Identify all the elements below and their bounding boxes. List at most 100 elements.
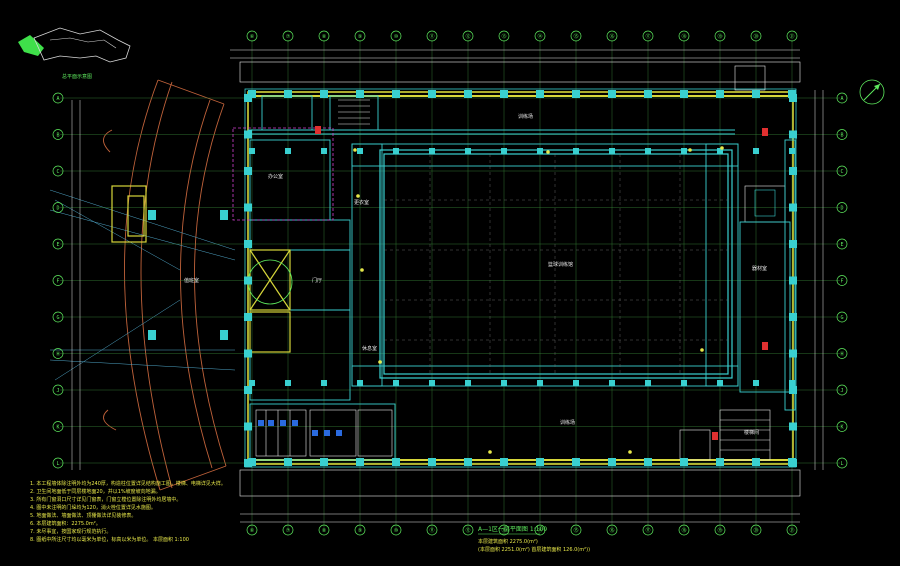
svg-text:H: H [840,352,843,358]
column [356,458,364,466]
svg-text:⑧: ⑧ [322,528,327,534]
room-label-changing: 更衣室 [354,199,369,206]
axis-bubble-bottom: ⑨ [354,524,366,536]
axis-bubble-top: ⑯ [606,30,618,42]
column [356,90,364,98]
toilet-fixtures [258,420,342,436]
axis-bubble-left: K [52,421,64,432]
column [357,148,363,154]
site-plan-label: 总平面示意图 [62,73,92,80]
column [572,458,580,466]
svg-text:⑬: ⑬ [501,33,506,40]
note-8: 8. 图纸中所注尺寸均以毫米为单位，标高以米为单位。 本层面积 1:100 [30,536,189,543]
column [645,148,651,154]
room-label-lobby: 门厅 [312,277,322,284]
stair-treads [338,99,370,125]
axis-bubble-bottom: ⑭ [534,524,546,536]
svg-text:B: B [56,133,59,139]
svg-text:E: E [56,242,59,248]
column [789,148,795,154]
svg-text:D: D [56,206,59,212]
axis-bubble-right: A [836,92,848,104]
column [285,380,291,386]
structural-columns [244,90,797,467]
svg-text:⑲: ⑲ [717,33,722,40]
svg-text:D: D [840,206,843,212]
drawing-title: A—1区一层平面图 1:100 本层建筑面积 2275.0(m²) (本层面积 … [478,526,590,553]
annotation-dot [700,348,704,352]
svg-text:⑫: ⑫ [465,33,470,40]
column [681,148,687,154]
column [320,90,328,98]
column [429,148,435,154]
axis-bubble-top: ⑱ [678,30,690,42]
column [465,148,471,154]
axis-bubble-bottom: ⑲ [714,524,726,536]
svg-text:F: F [56,279,59,285]
column [537,380,543,386]
svg-text:⑪: ⑪ [429,33,434,40]
svg-text:A: A [56,96,59,102]
column [428,458,436,466]
svg-text:J: J [56,388,59,394]
svg-text:A: A [840,96,843,102]
column [428,90,436,98]
svg-text:⑰: ⑰ [645,527,650,534]
annotation-dot [356,194,360,198]
general-notes: 1. 本工程墙体除注明外均为240厚，构造柱位置详见结构施工图，楼梯、电梯详见大… [30,480,226,543]
svg-text:⑰: ⑰ [645,33,650,40]
axis-bubble-right: G [836,311,848,323]
column [244,349,252,358]
svg-text:⑳: ⑳ [753,527,758,534]
column [501,148,507,154]
wing-columns [148,210,228,340]
corridor-walls [248,129,739,387]
room-label-2: 训练场 [560,419,575,426]
annotation-dot [720,146,724,150]
room-label-office: 办公室 [268,173,283,180]
column [789,386,797,394]
axis-bubble-right: C [836,165,848,177]
column [789,167,797,175]
outer-band [239,61,801,497]
svg-text:⑭: ⑭ [537,33,542,40]
axis-bubble-bottom: ⑥ [246,524,258,536]
axis-bubble-bottom: ⑧ [318,524,330,536]
note-7: 7. 未尽事宜，按国家现行规范执行。 [30,528,111,535]
column [501,380,507,386]
svg-text:E: E [840,242,843,248]
svg-text:⑬: ⑬ [501,527,506,534]
column [789,203,797,212]
axis-bubble-left: D [52,202,64,213]
svg-text:J: J [840,388,843,394]
column [680,458,688,466]
column [244,94,252,102]
column [429,380,435,386]
room-label-rest: 休息室 [362,345,377,352]
svg-text:⑨: ⑨ [358,528,363,534]
svg-text:⑱: ⑱ [681,33,686,40]
svg-text:⑩: ⑩ [394,34,399,40]
axis-bubble-bottom: ⑯ [606,524,618,536]
column [573,148,579,154]
column [321,380,327,386]
column [284,458,292,466]
title-main: A—1区一层平面图 1:100 [478,526,547,533]
column [320,458,328,466]
axis-bubble-right: D [836,202,848,213]
hall-dashed-grid [384,154,728,374]
svg-text:L: L [56,461,59,467]
svg-text:⑭: ⑭ [537,527,542,534]
column [789,422,797,431]
svg-text:B: B [840,133,843,139]
axis-bubble-left: F [52,275,64,286]
column [392,458,400,466]
axis-bubble-top: ⑭ [534,30,546,42]
axis-bubble-left: L [52,457,64,469]
axis-bubble-left: H [52,348,64,359]
svg-text:㉑: ㉑ [789,527,794,534]
title-area: 本层建筑面积 2275.0(m²) [478,538,538,545]
column [249,148,255,154]
